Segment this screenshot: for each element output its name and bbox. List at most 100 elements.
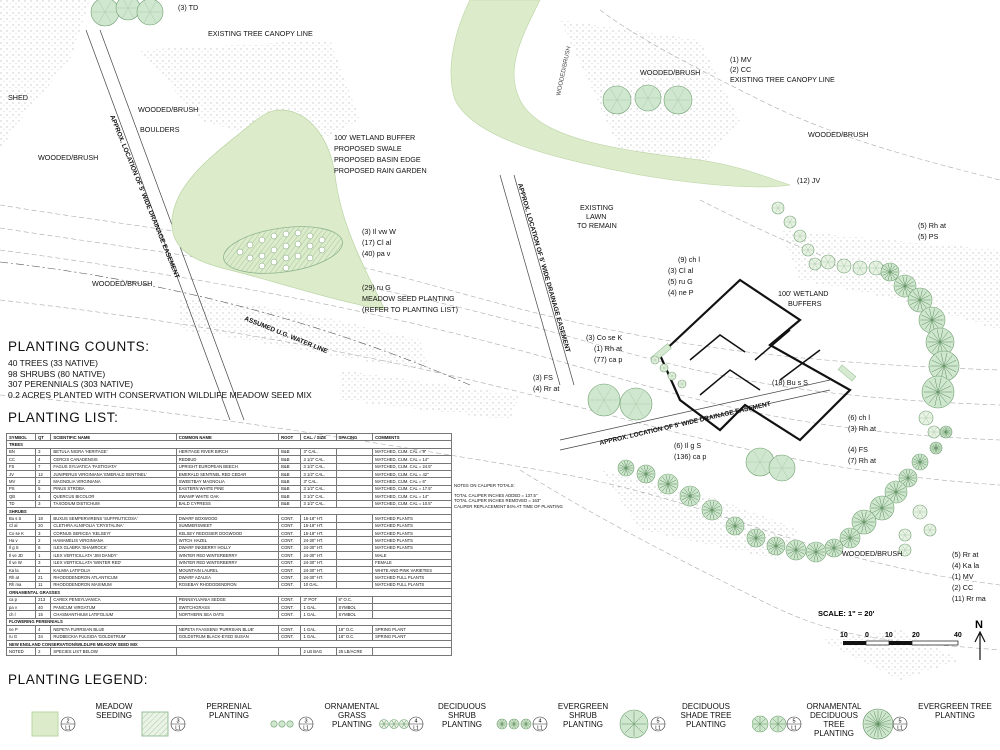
table-cell: CONT. xyxy=(278,529,302,538)
label-rrma: (11) Rr ma xyxy=(952,594,986,603)
table-header-cell: CAL. / SIZE xyxy=(300,432,337,442)
table-cell: B&B xyxy=(278,462,302,471)
label-rug-1: (29) ru G xyxy=(362,283,391,292)
table-cell: ILEX VERTICILLATA 'JIM DANDY' xyxy=(50,551,177,560)
table-cell: 12 xyxy=(35,469,52,479)
legend-code-bottom: L1 xyxy=(791,726,797,732)
table-cell: NOTED xyxy=(5,647,37,656)
table-cell xyxy=(335,455,374,464)
table-cell: PS xyxy=(5,484,37,494)
shrub-symbol xyxy=(667,371,677,381)
caliper-notes: NOTES ON CALIPER TOTALS: TOTAL CALIPER I… xyxy=(454,483,563,509)
legend-label: PERRENIAL PLANTING xyxy=(206,702,252,720)
evergreen-tree-symbol xyxy=(928,350,960,382)
table-cell: REDBUD xyxy=(175,455,280,464)
table-cell: 4 xyxy=(35,492,52,501)
table-cell: Rh ma xyxy=(5,580,37,590)
deciduous-tree-symbol xyxy=(90,0,120,27)
scale-tick-2: 10 xyxy=(885,632,893,639)
table-cell: MATCHED, CUM. CAL = 42" xyxy=(372,469,452,479)
table-cell: 20 xyxy=(35,521,52,531)
scale-tick-1: 0 xyxy=(865,632,869,639)
table-cell xyxy=(335,484,374,494)
label-lawn-0: EXISTING xyxy=(580,203,614,212)
table-header-cell: COMMENTS xyxy=(372,432,452,442)
table-section-cell: SHRUBS xyxy=(6,506,452,516)
table-cell: MV xyxy=(5,477,37,486)
legend-code-bottom: L1 xyxy=(655,726,661,732)
table-cell: DWARF AZALEA xyxy=(175,573,280,582)
table-cell: CORNUS SERICEA 'KELSEYI' xyxy=(50,529,177,538)
table-cell: RHODODENDRON MAXIMUM xyxy=(50,580,177,590)
shrub-symbol xyxy=(820,254,836,270)
label-boulders: BOULDERS xyxy=(140,125,180,134)
table-cell: CERCIS CANADENSIS xyxy=(50,455,177,464)
label-wooded-2: WOODED/BRUSH xyxy=(38,153,98,162)
note-line: TOTAL CALIPER INCHES ADDED = 137.5" xyxy=(454,492,538,498)
table-cell: SYMBOL xyxy=(335,602,374,612)
table-cell: ch l xyxy=(5,610,37,619)
rain-garden xyxy=(223,226,343,274)
count-line: 307 PERENNIALS (303 NATIVE) xyxy=(8,379,134,389)
table-cell: 24-30" HT. xyxy=(300,543,337,553)
shrub-symbol xyxy=(783,215,797,229)
table-cell: KELSEY REDOSIER DOGWOOD xyxy=(175,529,280,538)
table-cell: ILEX GLABRA 'SHAMROCK' xyxy=(50,543,177,553)
legend-code-top: 5 xyxy=(656,719,659,725)
evergreen-tree-symbol xyxy=(617,459,635,477)
legend-code-bottom: L1 xyxy=(537,726,543,732)
table-cell: ILEX VERTICILLATA 'WINTER RED' xyxy=(50,558,177,568)
table-section-cell: TREES xyxy=(6,440,452,449)
label-wooded-3: WOODED/BRUSH xyxy=(92,279,152,288)
legend-label: MEADOW SEEDING xyxy=(95,702,133,720)
table-cell: 3 1/2" CAL. xyxy=(300,469,337,479)
scale-bar: SCALE: 1" = 20' 10 0 10 20 40 N xyxy=(818,609,986,660)
table-cell: 4 xyxy=(35,566,52,575)
table-cell: SWITCHGRASS xyxy=(175,602,280,612)
evergreen-tree-symbol xyxy=(636,464,656,484)
table-cell: 25 LB/ACRE xyxy=(335,647,374,656)
table-cell: MALE xyxy=(372,551,452,560)
table-cell: WHITE AND PINK VARIETIES xyxy=(372,566,452,575)
table-row: NEW ENGLAND CONSERVATION/WILDLIFE MEADOW… xyxy=(6,639,452,649)
evergreen-tree-symbol xyxy=(911,453,929,471)
table-cell xyxy=(278,647,302,656)
label-cc-2: (2) CC xyxy=(952,583,973,592)
count-line: 0.2 ACRES PLANTED WITH CONSERVATION WILD… xyxy=(8,389,312,400)
label-top-td: (3) TD xyxy=(178,3,198,12)
evergreen-tree-symbol xyxy=(939,425,953,439)
evergreen-tree-symbol xyxy=(725,516,745,536)
evergreen-tree-symbol xyxy=(893,274,917,298)
label-basin-2: (17) Cl al xyxy=(362,238,392,247)
table-cell: 3" CAL. xyxy=(300,477,337,486)
table-header-cell: SCIENTIFIC NAME xyxy=(50,432,177,442)
table-cell xyxy=(335,477,374,486)
table-cell xyxy=(335,580,374,590)
table-cell: CONT. xyxy=(278,558,302,568)
table-cell xyxy=(335,462,374,471)
table-cell: MAGNOLIA VIRGINIANA xyxy=(50,477,177,486)
legend-symbol-icon: 4L1 xyxy=(379,716,424,732)
scale-label: SCALE: 1" = 20' xyxy=(818,609,875,618)
table-cell: Rh at xyxy=(5,573,37,582)
table-cell: B&B xyxy=(278,484,302,494)
label-tree-canopy-1: EXISTING TREE CANOPY LINE xyxy=(208,29,313,38)
table-cell: TD xyxy=(5,499,37,508)
shrub-symbol xyxy=(898,543,912,557)
table-cell: FAGUS SYLVATICA 'FASTIGIATA' xyxy=(50,462,177,471)
table-cell: MATCHED, CUM. CAL = 6" xyxy=(372,477,452,486)
table-cell: MATCHED FULL PLANTS xyxy=(372,580,452,590)
table-cell: 21 xyxy=(35,573,52,582)
table-header-cell: SPACING xyxy=(335,432,374,442)
table-cell: GOLDSTRUM BLACK-EYED SUSAN xyxy=(175,632,280,641)
table-cell: 34 xyxy=(35,632,52,641)
table-cell: Ka la xyxy=(5,566,37,575)
label-rhat-4: (7) Rh at xyxy=(848,456,876,465)
table-cell: WINTER RED WINTERBERRY xyxy=(175,558,280,568)
shrub-symbol xyxy=(927,425,941,439)
